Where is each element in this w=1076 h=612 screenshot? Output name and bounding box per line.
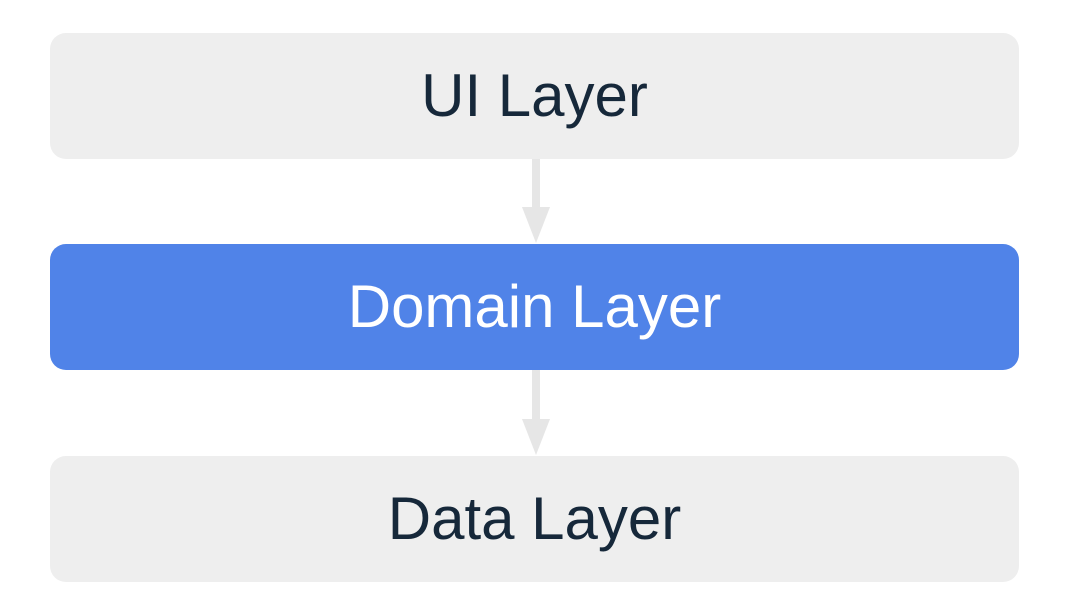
- ui-layer-label: UI Layer: [421, 62, 648, 129]
- domain-layer-label: Domain Layer: [347, 273, 722, 340]
- domain-layer-box: Domain Layer: [50, 244, 1019, 370]
- data-layer-label: Data Layer: [387, 485, 682, 552]
- arrow-ui-to-domain: [522, 159, 550, 243]
- ui-layer-box: UI Layer: [50, 33, 1019, 159]
- data-layer-box: Data Layer: [50, 456, 1019, 582]
- arrow-domain-to-data: [522, 370, 550, 455]
